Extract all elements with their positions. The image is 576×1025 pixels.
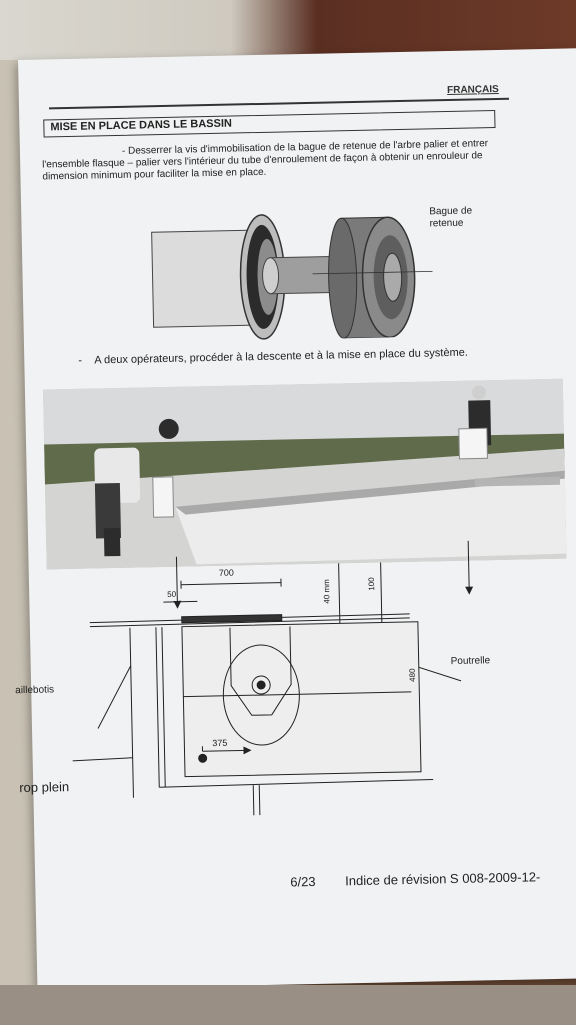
dim-40mm-label: 40 mm	[322, 579, 332, 604]
instruction-step-2-text: A deux opérateurs, procéder à la descent…	[94, 347, 468, 367]
bullet-dash: -	[78, 355, 82, 368]
section-box: MISE EN PLACE DANS LE BASSIN	[43, 110, 495, 137]
bague-de-retenue-text: Bague de retenue	[429, 206, 472, 230]
section-title: MISE EN PLACE DANS LE BASSIN	[50, 118, 232, 134]
page-number: 6/23	[290, 874, 316, 890]
background-floor	[0, 985, 576, 1025]
header-rule	[49, 98, 509, 110]
caillebotis-label: aillebotis	[15, 684, 54, 696]
dim-100-label: 100	[367, 577, 376, 591]
bague-de-retenue-label: Bague de retenue	[429, 206, 472, 231]
language-label: FRANÇAIS	[447, 84, 499, 96]
installation-diagram: 700 50 40 mm 100 480 375	[68, 539, 554, 849]
roller-illustration	[141, 186, 444, 342]
trop-plein-label: rop plein	[19, 779, 69, 795]
instruction-step-2: - A deux opérateurs, procéder à la desce…	[94, 346, 514, 368]
instruction-step-1: - Desserrer la vis d'immobilisation de l…	[42, 138, 493, 183]
dim-375-label: 375	[212, 738, 227, 748]
document-page: FRANÇAIS MISE EN PLACE DANS LE BASSIN - …	[18, 48, 576, 990]
dim-700-label: 700	[219, 568, 234, 578]
page-footer: 6/23 Indice de révision S 008-2009-12-	[290, 869, 566, 890]
revision-index: Indice de révision S 008-2009-12-	[345, 869, 540, 888]
poutrelle-label: Poutrelle	[451, 655, 491, 667]
dim-50-label: 50	[167, 590, 177, 599]
dim-480-label: 480	[408, 668, 417, 682]
